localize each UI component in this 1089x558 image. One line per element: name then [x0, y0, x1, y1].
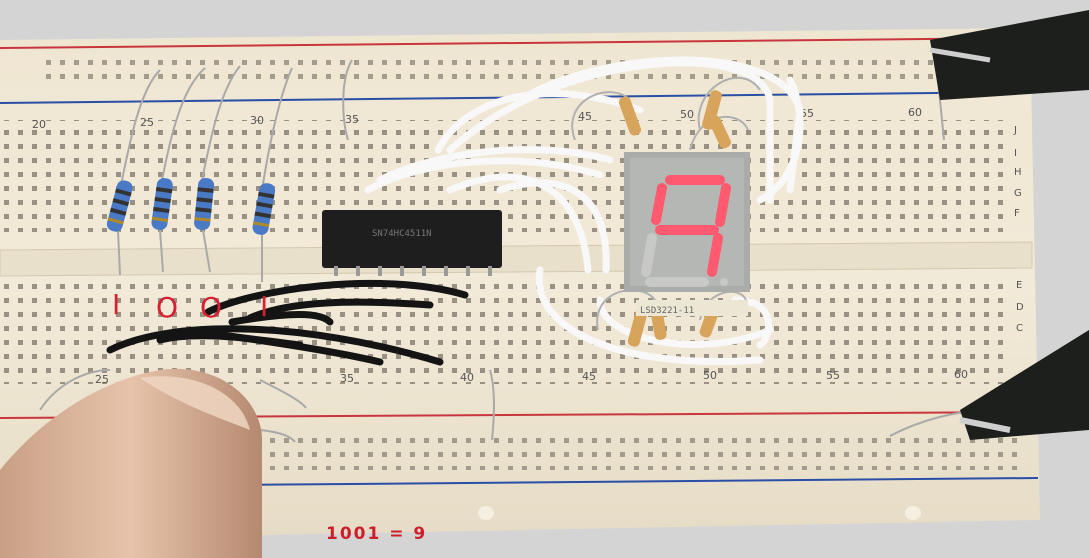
row-letter: I	[1014, 148, 1017, 159]
resistor	[252, 183, 276, 235]
column-number: 45	[582, 370, 596, 383]
column-number: 35	[340, 372, 354, 385]
display-marking: LSD3221-11	[640, 306, 694, 316]
column-number: 25	[140, 116, 154, 129]
bit-mark: I	[112, 288, 121, 321]
rail-holes-bottom	[240, 430, 1020, 470]
row-letter: G	[1014, 188, 1022, 199]
alligator-clip-bottom	[959, 330, 1089, 440]
resistor	[106, 180, 133, 232]
row-letter: D	[1016, 302, 1024, 313]
decoder-ic: SN74HC4511N	[322, 210, 502, 276]
bit-mark: O	[200, 291, 223, 324]
column-number: 55	[826, 369, 840, 382]
row-letter: F	[1014, 208, 1020, 219]
column-number: 25	[95, 373, 109, 386]
column-number: 40	[460, 371, 474, 384]
bit-mark: O	[156, 291, 179, 324]
column-number: 50	[703, 369, 717, 382]
black-jumper-wires	[106, 279, 469, 366]
column-number: 60	[954, 368, 968, 381]
display-segments	[641, 175, 731, 287]
column-number: 60	[908, 106, 922, 119]
seven-segment-display: 9 LSD3221-11	[624, 152, 750, 316]
row-letter: C	[1016, 323, 1023, 334]
resistor	[194, 178, 215, 231]
board-peg	[478, 506, 494, 520]
column-number: 50	[680, 108, 694, 121]
column-number: 30	[250, 114, 264, 127]
row-letter: J	[1013, 125, 1017, 136]
resistor	[151, 178, 173, 230]
column-number: 20	[32, 118, 46, 131]
alligator-clip-top	[929, 10, 1089, 100]
rail-holes-top	[40, 58, 980, 86]
column-numbers-top: 20 25 30 35 45 50 55 60	[32, 106, 922, 131]
white-jumper-wires	[364, 56, 804, 366]
board-peg	[905, 506, 921, 520]
resistor-leads	[117, 59, 353, 282]
column-numbers-bottom: 25 35 40 45 50 55 60	[95, 368, 968, 386]
resistors	[106, 178, 276, 235]
bit-mark: I	[260, 290, 269, 323]
column-number: 45	[578, 110, 592, 123]
row-letters: J I H G F E D C	[1013, 125, 1024, 334]
column-number: 35	[345, 113, 359, 126]
row-letter: E	[1016, 280, 1022, 291]
row-letter: H	[1014, 167, 1022, 178]
caption: 1001 = 9	[326, 524, 428, 544]
column-number: 55	[800, 107, 814, 120]
finger	[0, 368, 262, 558]
ic-marking: SN74HC4511N	[372, 229, 432, 239]
